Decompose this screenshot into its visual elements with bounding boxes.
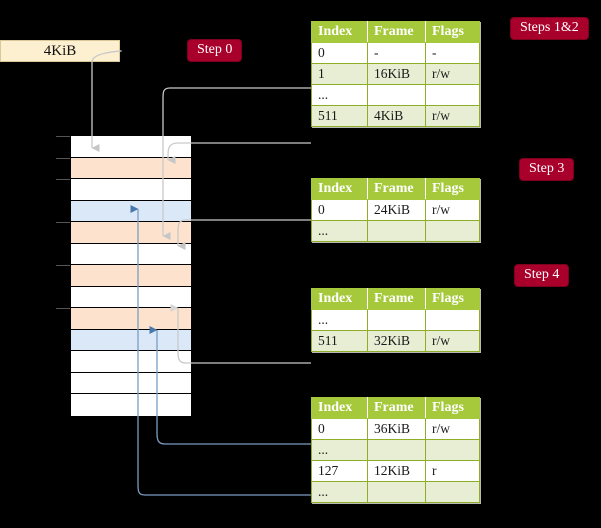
memory-row	[71, 265, 191, 287]
table-cell: r	[425, 460, 480, 482]
column-header-flags: Flags	[425, 288, 480, 310]
column-header-frame: Frame	[367, 288, 426, 310]
step-badge-step3: Step 3	[520, 159, 574, 180]
memory-row	[71, 222, 191, 244]
table-row: ...	[311, 439, 480, 461]
memory-row	[71, 243, 191, 266]
column-header-frame: Frame	[367, 178, 426, 200]
table-cell	[367, 439, 426, 461]
table-cell: 1	[311, 63, 368, 85]
table-cell: r/w	[425, 199, 480, 221]
memory-row-tick	[56, 222, 70, 224]
table-cell: 4KiB	[367, 105, 426, 127]
table-cell	[425, 309, 480, 331]
column-header-flags: Flags	[425, 178, 480, 200]
page-frame-box: 4KiB	[0, 40, 120, 62]
table-cell	[367, 84, 426, 106]
table-cell: ...	[311, 84, 368, 106]
table-cell: 127	[311, 460, 368, 482]
step-badge-steps12: Steps 1&2	[511, 18, 588, 39]
table-cell	[367, 481, 426, 503]
table-cell: 0	[311, 199, 368, 221]
column-header-frame: Frame	[367, 21, 426, 43]
table-cell: r/w	[425, 105, 480, 127]
memory-row-tick	[56, 157, 70, 159]
table-row: ...	[311, 481, 480, 503]
table-cell: 511	[311, 105, 368, 127]
wire-step0	[91, 50, 122, 152]
table-cell: r/w	[425, 63, 480, 85]
table-row: 0--	[311, 42, 480, 64]
table-cell	[425, 481, 480, 503]
table-cell	[425, 84, 480, 106]
memory-row-tick	[56, 179, 70, 181]
column-header-index: Index	[311, 397, 368, 419]
table-cell	[367, 309, 426, 331]
table-row: ...	[311, 220, 480, 242]
table-cell: -	[425, 42, 480, 64]
column-header-flags: Flags	[425, 397, 480, 419]
table-cell: -	[367, 42, 426, 64]
table-cell	[425, 220, 480, 242]
physical-memory-column	[56, 135, 191, 416]
column-header-frame: Frame	[367, 397, 426, 419]
table-cell: 511	[311, 330, 368, 352]
step-badge-step0: Step 0	[188, 40, 242, 61]
table-row: ...	[311, 84, 480, 106]
memory-row-tick	[56, 265, 70, 267]
table-cell	[367, 220, 426, 242]
memory-row	[71, 179, 191, 201]
column-header-flags: Flags	[425, 21, 480, 43]
memory-row-tick	[56, 308, 70, 310]
wire-step4	[170, 304, 311, 364]
wire-step3	[177, 219, 311, 250]
memory-row	[71, 351, 191, 373]
column-header-index: Index	[311, 288, 368, 310]
memory-row	[71, 200, 191, 223]
step-badge-step4: Step 4	[515, 265, 569, 286]
table-cell: r/w	[425, 418, 480, 440]
table-cell: 12KiB	[367, 460, 426, 482]
table-cell: ...	[311, 220, 368, 242]
table-cell: 0	[311, 42, 368, 64]
table-cell: ...	[311, 309, 368, 331]
column-header-index: Index	[311, 21, 368, 43]
table-cell: 36KiB	[367, 418, 426, 440]
memory-row	[71, 394, 191, 416]
memory-row-tick	[56, 136, 70, 137]
table-row: ...	[311, 309, 480, 331]
memory-row	[71, 329, 191, 352]
table-cell: ...	[311, 481, 368, 503]
memory-row	[71, 308, 191, 330]
table-cell: 24KiB	[367, 199, 426, 221]
memory-row	[71, 136, 191, 158]
table-cell: ...	[311, 439, 368, 461]
table-cell: 16KiB	[367, 63, 426, 85]
table-cell: 32KiB	[367, 330, 426, 352]
column-header-index: Index	[311, 178, 368, 200]
memory-row	[71, 286, 191, 309]
memory-row	[71, 157, 191, 180]
page-frame-label: 4KiB	[43, 43, 77, 59]
table-cell	[425, 439, 480, 461]
memory-row	[71, 372, 191, 395]
table-cell: 0	[311, 418, 368, 440]
table-cell: r/w	[425, 330, 480, 352]
